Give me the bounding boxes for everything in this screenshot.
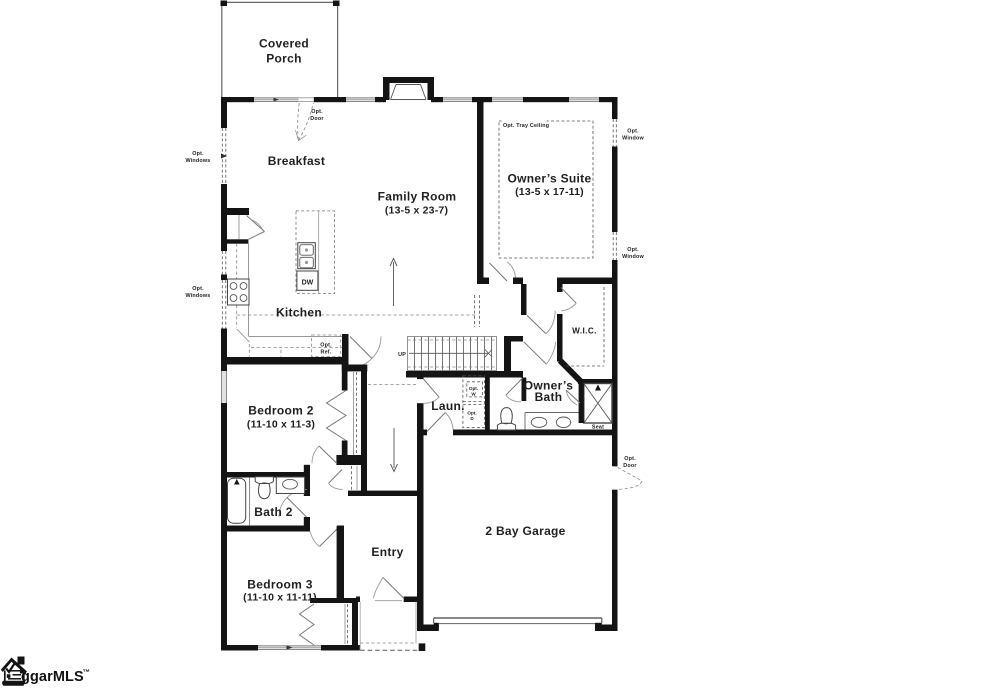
svg-text:Bedroom 2: Bedroom 2 [248, 404, 313, 418]
svg-text:2 Bay Garage: 2 Bay Garage [485, 524, 565, 538]
svg-text:Opt. Tray Ceiling: Opt. Tray Ceiling [503, 123, 549, 129]
svg-text:Opt.: Opt. [311, 109, 323, 115]
svg-text:D: D [470, 416, 474, 421]
svg-text:Ref.: Ref. [321, 350, 332, 356]
svg-text:Porch: Porch [266, 52, 302, 66]
svg-text:Seat: Seat [592, 425, 604, 431]
svg-text:Window: Window [622, 136, 644, 142]
svg-text:DW: DW [302, 280, 314, 287]
svg-text:Opt.: Opt. [469, 386, 478, 391]
svg-text:Family Room: Family Room [378, 190, 457, 204]
svg-text:Opt.: Opt. [624, 456, 636, 462]
svg-text:Windows: Windows [185, 293, 210, 299]
svg-text:(13-5 x 17-11): (13-5 x 17-11) [515, 186, 584, 198]
svg-text:W.I.C.: W.I.C. [572, 327, 597, 336]
svg-text:ggarMLS: ggarMLS [21, 669, 84, 685]
svg-text:W: W [471, 392, 476, 397]
svg-text:Bedroom 3: Bedroom 3 [247, 578, 312, 592]
svg-text:Covered: Covered [259, 37, 309, 51]
svg-text:Window: Window [622, 254, 644, 260]
svg-text:(13-5 x 23-7): (13-5 x 23-7) [385, 205, 448, 217]
svg-text:Laun.: Laun. [431, 399, 465, 413]
svg-text:Opt.: Opt. [467, 411, 476, 416]
svg-text:Owner’s Suite: Owner’s Suite [508, 172, 592, 186]
svg-text:Opt.: Opt. [192, 286, 204, 292]
svg-text:Opt.: Opt. [320, 343, 332, 349]
svg-text:Kitchen: Kitchen [276, 306, 322, 320]
svg-text:Bath 2: Bath 2 [254, 505, 292, 519]
svg-text:Opt.: Opt. [627, 129, 639, 135]
svg-text:(11-10 x 11-11): (11-10 x 11-11) [243, 592, 317, 604]
svg-text:Door: Door [310, 116, 324, 122]
svg-text:UP: UP [398, 352, 406, 358]
svg-text:Bath: Bath [535, 390, 563, 404]
svg-text:Opt.: Opt. [627, 247, 639, 253]
svg-text:™: ™ [83, 668, 91, 677]
svg-text:Door: Door [623, 463, 637, 469]
svg-text:Breakfast: Breakfast [268, 154, 325, 168]
svg-text:Windows: Windows [185, 158, 210, 164]
svg-text:Owner’s: Owner’s [524, 379, 573, 393]
svg-text:(11-10 x 11-3): (11-10 x 11-3) [247, 419, 315, 431]
svg-text:Opt.: Opt. [192, 151, 204, 157]
svg-text:Entry: Entry [371, 545, 403, 559]
